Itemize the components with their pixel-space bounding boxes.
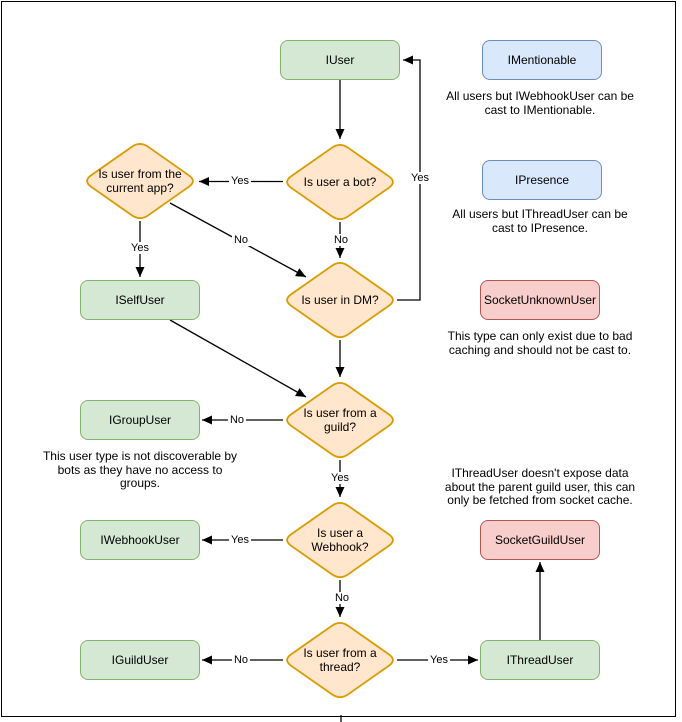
decision-from-guild-label: Is user from a guild? — [303, 406, 377, 434]
edge-label-thread-yes: Yes — [428, 654, 450, 666]
node-ithreaduser: IThreadUser — [480, 640, 600, 680]
edge-label-bot-yes: Yes — [229, 175, 251, 187]
node-imentionable-label: IMentionable — [507, 53, 577, 67]
decision-is-webhook-shape — [286, 502, 394, 579]
node-iwebhookuser: IWebhookUser — [80, 520, 200, 560]
node-igroupuser-label: IGroupUser — [108, 413, 172, 427]
edge-label-current-app-yes: Yes — [129, 242, 151, 254]
decision-is-bot-label: Is user a bot? — [303, 175, 377, 189]
node-iselfuser: ISelfUser — [80, 280, 200, 320]
note-igroupuser-line1: This user type is not discoverable by — [42, 449, 238, 463]
note-socketunknownuser: This type can only exist due to bad cach… — [435, 329, 645, 357]
edge-label-thread-no: No — [231, 654, 251, 666]
decision-in-dm-label: Is user in DM? — [301, 293, 379, 307]
edge-label-dm-yes: Yes — [409, 172, 431, 184]
node-iuser-label: IUser — [325, 53, 355, 67]
edge-label-guild-no: No — [227, 414, 247, 426]
node-igroupuser: IGroupUser — [80, 400, 200, 440]
decision-from-thread-shape — [286, 622, 394, 699]
decision-is-webhook-label: Is user a Webhook? — [311, 526, 369, 554]
note-socketunknownuser-line2: caching and should not be cast to. — [448, 342, 632, 357]
note-igroupuser: This user type is not discoverable by bo… — [35, 449, 245, 491]
edge-label-webhook-no: No — [332, 592, 352, 604]
decision-from-guild-shape — [286, 382, 394, 459]
note-socketunknownuser-line1: This type can only exist due to bad — [447, 329, 633, 343]
note-imentionable: All users but IWebhookUser can be cast t… — [440, 89, 640, 117]
note-ipresence: All users but IThreadUser can be cast to… — [440, 207, 640, 235]
node-socketunknownuser: SocketUnknownUser — [480, 280, 600, 320]
note-ithreaduser-line3: only be fetched from socket cache. — [447, 493, 633, 507]
node-ipresence-label: IPresence — [514, 173, 570, 187]
node-socketguilduser: SocketGuildUser — [480, 520, 600, 560]
decision-in-dm-shape — [286, 262, 394, 339]
note-ipresence-line2: cast to IPresence. — [491, 220, 589, 235]
note-imentionable-line1: All users but IWebhookUser can be — [446, 89, 634, 103]
node-iguilduser-label: IGuildUser — [111, 653, 169, 667]
decision-is-bot-shape — [286, 144, 394, 221]
edge-label-current-app-no: No — [231, 234, 251, 246]
decision-current-app-label: Is user from the current app? — [98, 167, 182, 195]
node-imentionable: IMentionable — [482, 40, 602, 80]
node-iwebhookuser-label: IWebhookUser — [100, 533, 180, 547]
edge-iselfuser-to-fromguild — [169, 319, 307, 398]
note-igroupuser-line3: groups. — [119, 476, 161, 490]
node-iguilduser: IGuildUser — [80, 640, 200, 680]
note-ithreaduser: IThreadUser doesn't expose data about th… — [430, 466, 650, 508]
node-socketunknownuser-label: SocketUnknownUser — [483, 293, 597, 307]
note-ipresence-line1: All users but IThreadUser can be — [452, 207, 628, 221]
node-socketguilduser-label: SocketGuildUser — [494, 533, 586, 547]
note-igroupuser-line2: bots as they have no access to — [57, 462, 223, 477]
node-iselfuser-label: ISelfUser — [115, 293, 165, 307]
node-ipresence: IPresence — [482, 160, 602, 200]
node-iuser: IUser — [280, 40, 400, 80]
decision-from-thread-label: Is user from a thread? — [303, 646, 377, 674]
edge-label-guild-yes: Yes — [329, 472, 351, 484]
edge-label-bot-no: No — [331, 234, 351, 246]
edge-label-webhook-yes: Yes — [229, 534, 251, 546]
note-imentionable-line2: cast to IMentionable. — [484, 102, 596, 117]
note-ithreaduser-line2: about the parent guild user, this can — [444, 479, 636, 494]
decision-current-app-shape — [86, 143, 194, 220]
node-ithreaduser-label: IThreadUser — [506, 653, 574, 667]
note-ithreaduser-line1: IThreadUser doesn't expose data — [451, 466, 629, 480]
